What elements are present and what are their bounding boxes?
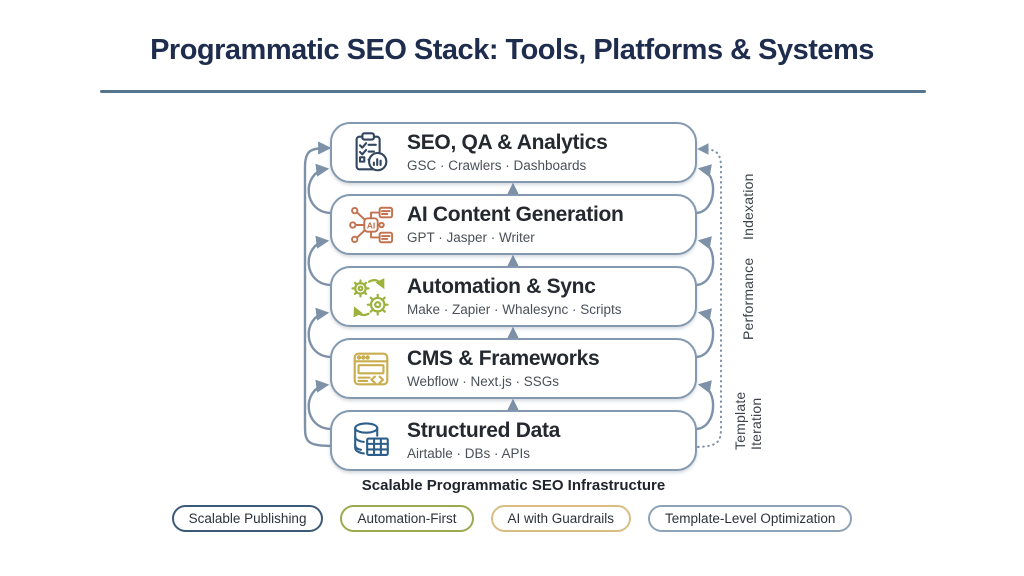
right-arc-2 [693, 236, 715, 287]
left-arc-2 [307, 235, 334, 287]
clipboard-analytics-icon [347, 129, 394, 176]
principle-badges: Scalable Publishing Automation-First AI … [0, 505, 1024, 532]
layer-seo-qa-analytics: SEO, QA & Analytics GSC · Crawlers · Das… [330, 122, 697, 183]
left-arc-1 [307, 163, 334, 215]
badge-automation-first: Automation-First [340, 505, 474, 532]
layer-automation-sync: Automation & Sync Make · Zapier · Whales… [330, 266, 697, 327]
layer-tools: Make · Zapier · Whalesync · Scripts [407, 302, 622, 318]
title-divider [100, 90, 926, 93]
side-label-template-iteration: Template Iteration [732, 391, 764, 450]
layer-ai-content-generation: AI AI Content Generation GPT · Jasper · … [330, 194, 697, 255]
layer-cms-frameworks: CMS & Frameworks Webflow · Next.js · SSG… [330, 338, 697, 399]
stack-caption: Scalable Programmatic SEO Infrastructure [361, 477, 666, 494]
layer-tools: Airtable · DBs · APIs [407, 446, 531, 462]
layer-title: AI Content Generation [407, 203, 624, 227]
layer-title: Structured Data [407, 419, 561, 443]
layer-tools: Webflow · Next.js · SSGs [407, 374, 560, 390]
browser-code-icon [347, 345, 394, 392]
layer-tools: GPT · Jasper · Writer [407, 230, 535, 246]
ai-network-icon: AI [347, 201, 394, 248]
right-arc-1 [693, 164, 715, 215]
right-arc-4 [693, 380, 715, 431]
sync-gears-icon [347, 273, 394, 320]
side-label-indexation: Indexation [740, 173, 756, 241]
layer-tools: GSC · Crawlers · Dashboards [407, 158, 587, 174]
right-arc-3 [693, 308, 715, 359]
dotted-feedback-loop [691, 143, 723, 449]
svg-text:AI: AI [366, 220, 375, 230]
badge-scalable-publishing: Scalable Publishing [171, 505, 324, 532]
page-title: Programmatic SEO Stack: Tools, Platforms… [150, 34, 874, 66]
layer-title: Automation & Sync [407, 275, 596, 299]
badge-ai-with-guardrails: AI with Guardrails [490, 505, 632, 532]
layer-title: CMS & Frameworks [407, 347, 600, 371]
left-arc-4 [307, 379, 334, 431]
layer-title: SEO, QA & Analytics [407, 131, 608, 155]
database-table-icon [347, 417, 394, 464]
layer-structured-data: Structured Data Airtable · DBs · APIs [330, 410, 697, 471]
side-label-performance: Performance [740, 257, 756, 341]
left-arc-3 [307, 307, 334, 359]
badge-template-level-optimization: Template-Level Optimization [648, 505, 853, 532]
